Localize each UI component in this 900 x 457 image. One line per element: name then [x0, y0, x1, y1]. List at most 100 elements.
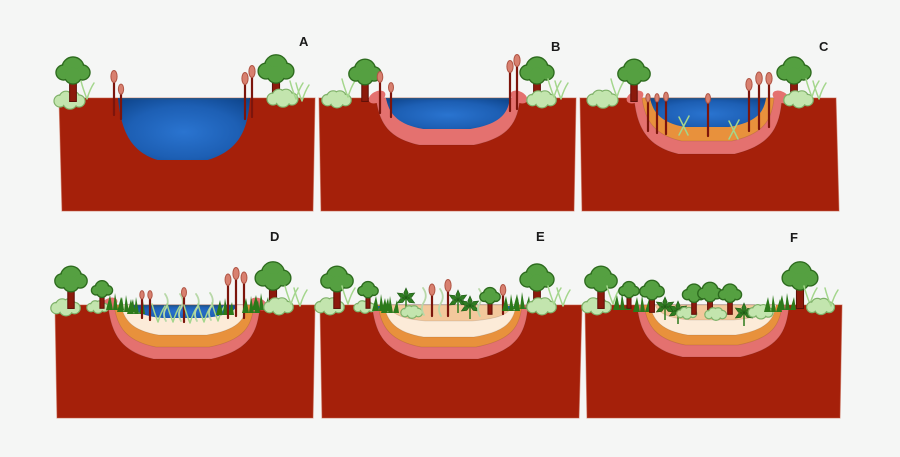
- grass-blades: [554, 80, 569, 100]
- wavy-grass: [163, 293, 169, 322]
- bush: [718, 311, 726, 318]
- bush: [545, 302, 556, 312]
- grass-blades: [556, 287, 571, 307]
- star-plant-leaves: [469, 300, 480, 307]
- cattail-head: [248, 65, 256, 78]
- crossed-grass: [678, 115, 690, 136]
- grass-blades: [284, 285, 299, 305]
- bush: [802, 95, 813, 105]
- cattail-head: [110, 70, 118, 83]
- grass-blades: [341, 78, 356, 98]
- cattail-head: [388, 82, 394, 93]
- cross-section-stage-a: [53, 54, 316, 212]
- panel-stage-e: E: [314, 229, 583, 421]
- star-plant-leaves: [741, 302, 747, 314]
- silt-lip-left: [368, 90, 386, 104]
- bush: [535, 302, 549, 315]
- bush: [792, 95, 806, 108]
- cattail-head: [232, 267, 240, 280]
- cross-section-stage-d: [50, 261, 316, 419]
- star-plant-leaves: [655, 301, 666, 308]
- grass-blades: [151, 303, 166, 323]
- star-plant-leaves: [396, 292, 407, 299]
- grass-blades: [289, 80, 304, 100]
- tree-canopy: [267, 66, 285, 83]
- star-plant-leaves: [396, 297, 407, 304]
- grass-tuft: [633, 295, 651, 312]
- panel-stage-a: A: [53, 28, 318, 214]
- tree-canopy: [626, 69, 642, 85]
- grass-blades: [824, 287, 839, 307]
- panel-stage-f: F: [581, 230, 845, 421]
- vegetation: [586, 56, 827, 140]
- cattail-head: [139, 290, 145, 300]
- grass-tuft: [513, 292, 531, 309]
- tree-canopy: [63, 276, 79, 292]
- cattail-head: [117, 83, 125, 95]
- cross-section-stage-e: [314, 263, 583, 419]
- panel-label-b: B: [551, 39, 561, 54]
- silt-lip-right: [510, 90, 528, 104]
- bush: [323, 302, 337, 315]
- grass-blades: [293, 287, 308, 307]
- star-plant-leaves: [655, 306, 666, 313]
- star-plant-leaves: [460, 300, 471, 307]
- star-plant-leaves: [467, 295, 473, 307]
- wavy-grass: [438, 288, 444, 317]
- bush: [596, 94, 610, 108]
- panel-label-c: C: [819, 39, 829, 54]
- star-plant-leaves: [664, 301, 675, 308]
- bush: [407, 309, 417, 318]
- cattail-head: [705, 93, 711, 104]
- vegetation: [581, 261, 839, 326]
- basin-layers: [368, 90, 528, 146]
- star-plant-leaves: [668, 305, 679, 312]
- cattail-head: [654, 93, 660, 103]
- bush: [330, 95, 344, 108]
- bush: [414, 309, 422, 316]
- grass-blades: [80, 80, 95, 100]
- bush: [711, 311, 721, 320]
- panel-stage-d: D: [50, 229, 316, 421]
- cattail-head: [663, 91, 669, 102]
- star-plant-leaves: [662, 296, 668, 308]
- wavy-grass: [194, 293, 200, 322]
- tree-canopy: [529, 67, 545, 84]
- star-plant-leaves: [675, 300, 681, 312]
- cattail-head: [765, 72, 773, 85]
- grass-blades: [610, 78, 625, 98]
- tree-canopy: [65, 67, 81, 84]
- pond-water: [118, 98, 250, 160]
- tree-canopy: [689, 291, 699, 302]
- grass-tuft: [216, 298, 234, 315]
- tree-canopy: [704, 290, 716, 301]
- bush: [276, 93, 290, 107]
- bush: [272, 302, 286, 315]
- cattail-head: [499, 284, 507, 296]
- grass-blades: [812, 80, 827, 100]
- panel-label-d: D: [270, 229, 280, 244]
- star-plant-leaves: [457, 294, 468, 301]
- tree-canopy: [786, 67, 802, 84]
- cattail-head: [506, 60, 514, 73]
- tree-canopy: [791, 273, 809, 290]
- wavy-grass: [421, 287, 427, 316]
- bush: [535, 95, 549, 108]
- tree-canopy: [529, 274, 545, 291]
- crossed-grass: [728, 119, 740, 140]
- tree-canopy: [363, 288, 373, 297]
- tree-canopy: [593, 276, 609, 292]
- grass-tuft: [778, 293, 796, 310]
- cattail-head: [241, 72, 249, 85]
- vegetation: [50, 261, 308, 324]
- star-plant-leaves: [405, 297, 416, 304]
- cross-section-stage-c: [579, 56, 840, 212]
- basin-layers: [118, 98, 250, 160]
- bush: [756, 308, 766, 319]
- cattail-head: [745, 78, 753, 91]
- cattail-head: [755, 71, 763, 86]
- cattail-head: [444, 279, 452, 292]
- panel-label-a: A: [299, 34, 309, 49]
- grass-blades: [547, 285, 562, 305]
- star-plant-leaves: [668, 310, 679, 317]
